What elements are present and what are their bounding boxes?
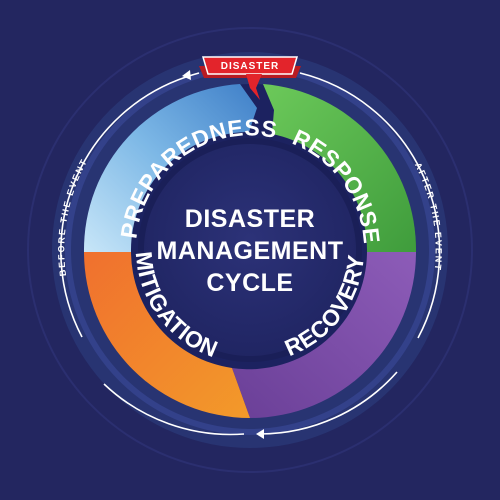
after-event-arc [256,72,441,439]
disaster-banner-label: DISASTER [221,61,280,72]
center-title-line2: MANAGEMENT [157,237,344,265]
segment-mitigation [84,252,250,418]
segment-response [263,84,417,252]
before-event-arc [60,70,245,436]
segment-preparedness [83,84,257,252]
arrow-left-icon [256,429,264,439]
center-title-line1: DISASTER [185,205,315,233]
center-circle [144,144,356,356]
arrow-right-icon [182,70,191,80]
disaster-banner: DISASTER [199,56,301,100]
outer-halo-ring [27,27,473,473]
segment-recovery [232,252,416,418]
crack-icon [246,74,262,100]
center-title-line3: CYCLE [206,269,293,297]
